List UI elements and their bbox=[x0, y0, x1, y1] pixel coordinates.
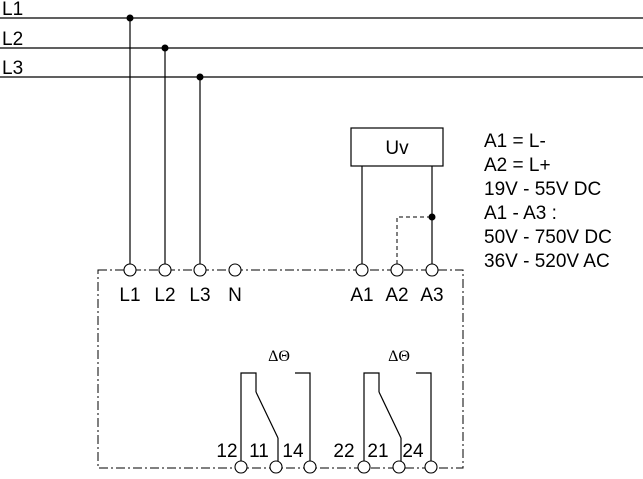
junction-l1 bbox=[126, 14, 134, 22]
terminal-a3 bbox=[425, 263, 439, 277]
relay-contact-1: ΔΘ 12 11 14 bbox=[216, 348, 317, 474]
terminal-l3-label: L3 bbox=[189, 285, 210, 306]
terminal-l2 bbox=[158, 263, 172, 277]
terminal-12 bbox=[234, 460, 248, 474]
terminal-21-label: 21 bbox=[367, 441, 388, 462]
supply-lines: L1 L2 L3 bbox=[0, 0, 643, 79]
phase-drops bbox=[126, 14, 204, 264]
terminal-11-label: 11 bbox=[249, 441, 269, 462]
relay-2-symbol: ΔΘ bbox=[388, 348, 410, 365]
note-line: 36V - 520V AC bbox=[484, 251, 610, 272]
uv-box bbox=[350, 127, 444, 167]
junction-a2-a3 bbox=[428, 213, 436, 221]
note-line: A1 = L- bbox=[484, 131, 546, 152]
line-l3-label: L3 bbox=[2, 58, 23, 79]
line-l1-label: L1 bbox=[2, 0, 23, 20]
note-line: 19V - 55V DC bbox=[484, 179, 601, 200]
note-line: A2 = L+ bbox=[484, 155, 551, 176]
terminal-12-label: 12 bbox=[216, 441, 237, 462]
terminal-a2-label: A2 bbox=[385, 285, 408, 306]
relay-2-switch-arm bbox=[378, 391, 402, 439]
terminal-n bbox=[228, 263, 242, 277]
terminal-l1-label: L1 bbox=[119, 285, 140, 306]
terminal-a3-label: A3 bbox=[420, 285, 443, 306]
relay-contact-2: ΔΘ 22 21 24 bbox=[333, 348, 438, 474]
terminal-n-label: N bbox=[228, 285, 242, 306]
terminal-a1-label: A1 bbox=[350, 285, 373, 306]
terminal-22 bbox=[357, 460, 371, 474]
a2-dashed-link bbox=[396, 216, 432, 264]
terminal-l1 bbox=[123, 263, 137, 277]
terminal-14 bbox=[303, 460, 317, 474]
terminal-l2-label: L2 bbox=[154, 285, 175, 306]
terminal-a1 bbox=[355, 263, 369, 277]
line-l2-label: L2 bbox=[2, 29, 23, 50]
terminal-21 bbox=[392, 460, 406, 474]
relay-1-switch-arm bbox=[255, 391, 279, 439]
relay-1-nc-path bbox=[240, 372, 257, 462]
terminal-11 bbox=[269, 460, 283, 474]
terminal-24 bbox=[424, 460, 438, 474]
relay-2-no-path bbox=[416, 372, 432, 462]
relay-1-no-path bbox=[295, 372, 311, 462]
relay-1-symbol: ΔΘ bbox=[268, 348, 290, 365]
uv-label: Uv bbox=[385, 138, 409, 159]
terminal-24-label: 24 bbox=[402, 441, 424, 462]
junction-l2 bbox=[161, 44, 169, 52]
note-line: 50V - 750V DC bbox=[484, 227, 612, 248]
relay-2-nc-path bbox=[363, 372, 380, 462]
terminal-14-label: 14 bbox=[282, 441, 304, 462]
uv-supply: Uv bbox=[350, 127, 444, 264]
note-line: A1 - A3 : bbox=[484, 203, 557, 224]
voltage-notes: A1 = L- A2 = L+ 19V - 55V DC A1 - A3 : 5… bbox=[484, 131, 612, 272]
top-terminals: L1 L2 L3 N A1 A2 A3 bbox=[119, 263, 444, 306]
terminal-a2 bbox=[390, 263, 404, 277]
device-housing bbox=[97, 269, 464, 469]
junction-l3 bbox=[196, 73, 204, 81]
terminal-l3 bbox=[193, 263, 207, 277]
terminal-22-label: 22 bbox=[333, 441, 354, 462]
